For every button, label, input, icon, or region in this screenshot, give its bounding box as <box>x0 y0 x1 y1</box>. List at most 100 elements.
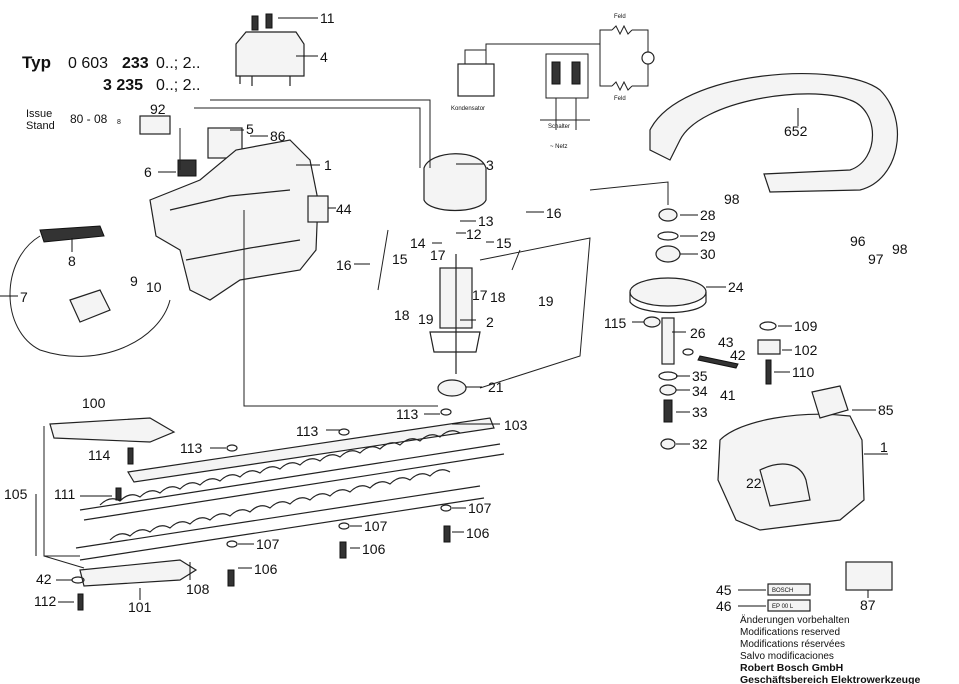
stand-label: Stand <box>26 120 55 132</box>
part-number-7: 7 <box>20 289 28 305</box>
part-number-42-lower: 42 <box>36 571 52 587</box>
footer-line-english: Modifications reserved <box>740 627 840 638</box>
part-number-4: 4 <box>320 49 328 65</box>
part-number-106-left: 106 <box>254 561 278 577</box>
part-number-41: 41 <box>720 387 736 403</box>
brand-label-46 <box>767 599 811 612</box>
part-number-17-bottom: 17 <box>472 287 488 303</box>
model-number-1a: 0 603 <box>68 55 108 72</box>
part-number-19-right: 19 <box>538 293 554 309</box>
schematic-wires <box>464 29 612 87</box>
schalter-label: Schalter <box>548 124 570 130</box>
motor-symbol <box>641 51 655 65</box>
part-bearing-21 <box>437 379 467 397</box>
issue-suffix: 8 <box>117 119 121 126</box>
part-number-109: 109 <box>794 318 818 334</box>
part-number-42-upper: 42 <box>730 347 746 363</box>
part-label-87 <box>845 561 893 591</box>
part-number-21: 21 <box>488 379 504 395</box>
part-number-labels: 11 4 92 5 86 6 1 44 8 7 9 10 3 13 14 12 … <box>4 10 908 615</box>
footer-line-german: Änderungen vorbehalten <box>740 614 850 626</box>
part-number-28: 28 <box>700 207 716 223</box>
brand-label-46-text: EP 00 L <box>772 604 794 610</box>
issue-value: 80 - 08 <box>70 112 108 126</box>
part-number-86: 86 <box>270 128 286 144</box>
part-number-43: 43 <box>718 334 734 350</box>
part-number-100: 100 <box>82 395 106 411</box>
part-number-652: 652 <box>784 123 808 139</box>
leader-lines <box>0 17 888 607</box>
part-number-9: 9 <box>130 273 138 289</box>
part-number-35: 35 <box>692 368 708 384</box>
part-number-32: 32 <box>692 436 708 452</box>
footer-division: Geschäftsbereich Elektrowerkzeuge <box>740 674 920 684</box>
footer-line-french: Modifications réservées <box>740 639 845 650</box>
model-number-1c: 0..; 2.. <box>156 55 200 72</box>
feld-top-label: Feld <box>614 14 626 20</box>
capacitor-box <box>457 63 495 97</box>
part-number-111: 111 <box>54 486 75 502</box>
model-number-1b: 233 <box>122 55 149 72</box>
part-number-87: 87 <box>860 597 876 613</box>
part-number-96: 96 <box>850 233 866 249</box>
part-number-11: 11 <box>320 10 335 26</box>
part-number-3: 3 <box>486 157 494 173</box>
part-number-46: 46 <box>716 598 732 614</box>
part-number-15-left: 15 <box>392 251 408 267</box>
part-number-19-left: 19 <box>418 311 434 327</box>
part-housing-right <box>717 385 865 531</box>
part-number-108: 108 <box>186 581 210 597</box>
netz-label: ~ Netz <box>550 144 568 150</box>
part-number-8: 8 <box>68 253 76 269</box>
part-number-85: 85 <box>878 402 894 418</box>
footer-company: Robert Bosch GmbH <box>740 662 843 674</box>
part-armature <box>429 254 481 374</box>
part-number-16-left: 16 <box>336 257 352 273</box>
part-field-coil <box>423 153 487 211</box>
part-number-22: 22 <box>746 475 762 491</box>
part-cap <box>235 13 305 86</box>
footer-line-spanish: Salvo modificaciones <box>740 651 834 662</box>
part-gear-stack <box>629 208 707 450</box>
part-plate-100 <box>49 417 176 443</box>
part-number-18-right: 18 <box>490 289 506 305</box>
part-number-115: 115 <box>604 315 627 331</box>
switch-box <box>545 53 589 99</box>
type-header: Typ 0 603 233 0..; 2.. 3 235 0..; 2.. Is… <box>22 53 200 132</box>
part-number-112: 112 <box>34 593 57 609</box>
part-number-106-right: 106 <box>466 525 490 541</box>
part-housing-left <box>149 139 319 301</box>
part-number-30: 30 <box>700 246 716 262</box>
part-number-106-mid: 106 <box>362 541 386 557</box>
part-number-101: 101 <box>128 599 152 615</box>
part-number-2: 2 <box>486 314 494 330</box>
part-number-98-left: 98 <box>724 191 740 207</box>
part-number-14: 14 <box>410 235 426 251</box>
part-number-107-right: 107 <box>468 500 492 516</box>
part-number-105: 105 <box>4 486 28 502</box>
part-cable <box>9 225 171 357</box>
part-handle-bow <box>649 73 899 193</box>
model-number-2b: 3 235 <box>103 77 143 94</box>
part-number-6: 6 <box>144 164 152 180</box>
part-eccentric <box>682 321 781 385</box>
part-number-10: 10 <box>146 279 162 295</box>
wiring-schematic: Feld Feld Kondensator Schalter ~ Netz <box>451 14 655 150</box>
part-number-13: 13 <box>478 213 494 229</box>
part-number-44: 44 <box>336 201 352 217</box>
part-screws <box>71 408 452 611</box>
part-number-1-right: 1 <box>880 439 888 455</box>
part-number-113-left: 113 <box>180 440 203 456</box>
part-number-102: 102 <box>794 342 818 358</box>
part-number-107-left: 107 <box>256 536 280 552</box>
part-number-103: 103 <box>504 417 528 433</box>
part-number-5: 5 <box>246 121 254 137</box>
part-number-45: 45 <box>716 582 732 598</box>
part-number-29: 29 <box>700 228 716 244</box>
part-number-98-right: 98 <box>892 241 908 257</box>
part-number-34: 34 <box>692 383 708 399</box>
kondensator-label: Kondensator <box>451 106 485 112</box>
part-number-113-right: 113 <box>396 406 419 422</box>
part-number-26: 26 <box>690 325 706 341</box>
